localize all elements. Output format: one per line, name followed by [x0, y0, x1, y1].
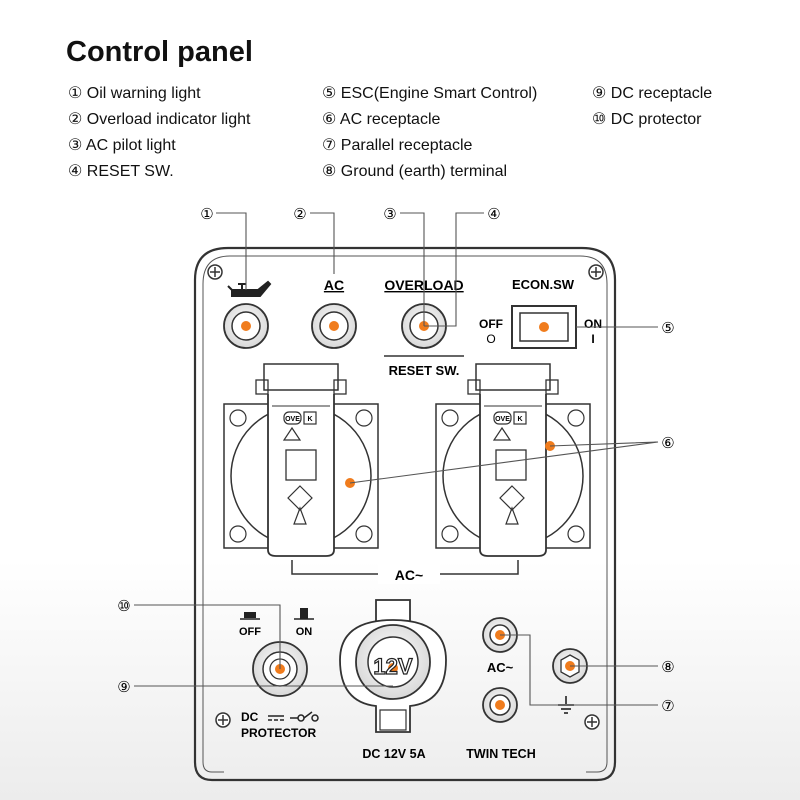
callout-9: ⑨ — [117, 679, 130, 696]
circuit-breaker-symbol-icon — [290, 711, 319, 722]
ac-socket-left: OVE K — [223, 363, 379, 557]
ac-receptacle-label: AC~ — [395, 567, 423, 583]
legend-label: Overload indicator light — [86, 111, 251, 128]
callout-3: ③ — [383, 206, 396, 223]
legend-number: ③ — [68, 137, 83, 154]
legend-number: ⑤ — [322, 85, 337, 102]
oil-warning-light — [223, 303, 269, 349]
parallel-ac-label: AC~ — [487, 660, 514, 675]
callout-2: ② — [293, 206, 306, 223]
dc-symbol-icon — [268, 715, 284, 721]
econ-off-symbol: O — [486, 332, 495, 346]
panel-inner-outline — [202, 255, 608, 773]
econ-switch-label: ECON.SW — [512, 277, 575, 292]
parallel-receptacle-bottom — [482, 687, 518, 723]
legend-label: Oil warning light — [86, 85, 201, 102]
dc-off-label: OFF — [239, 626, 261, 638]
econ-off-label: OFF — [479, 317, 503, 331]
callout-6: ⑥ — [661, 435, 674, 452]
protector-label: PROTECTOR — [241, 726, 316, 740]
dc-off-indicator-icon — [244, 612, 256, 618]
callout-7: ⑦ — [661, 698, 674, 715]
dc-receptacle — [339, 599, 447, 733]
legend-label: DC receptacle — [610, 85, 713, 102]
legend-label: DC protector — [610, 111, 702, 128]
econ-on-symbol: I — [591, 332, 594, 346]
legend-item-esc: ⑤ ESC(Engine Smart Control) — [322, 81, 537, 107]
screw-top-right — [588, 264, 604, 280]
screw-bottom-right — [584, 714, 600, 730]
legend-item-overload-indicator-light: ② Overload indicator light — [68, 107, 250, 133]
legend-number: ④ — [68, 163, 83, 180]
ac-pilot-light — [311, 303, 357, 349]
dc-label: DC — [241, 710, 259, 724]
legend-column-3: ⑨ DC receptacle ⑩ DC protector — [592, 81, 712, 133]
legend-number: ⑨ — [592, 85, 607, 102]
reset-switch-label: RESET SW. — [389, 363, 460, 378]
legend-item-dc-receptacle: ⑨ DC receptacle — [592, 81, 712, 107]
callout-1: ① — [200, 206, 213, 223]
legend-item-reset-switch: ④ RESET SW. — [68, 159, 250, 185]
legend-number: ⑩ — [592, 111, 607, 128]
oil-can-icon — [227, 280, 272, 297]
econ-on-label: ON — [584, 317, 602, 331]
legend-item-oil-warning-light: ① Oil warning light — [68, 81, 250, 107]
socket-left-cert-mark-2: K — [307, 416, 312, 423]
legend-item-parallel-receptacle: ⑦ Parallel receptacle — [322, 133, 537, 159]
callout-lines — [134, 212, 659, 706]
legend-label: AC receptacle — [339, 111, 441, 128]
legend-item-dc-protector: ⑩ DC protector — [592, 107, 712, 133]
callout-8: ⑧ — [661, 659, 674, 676]
ac-label: AC — [324, 277, 344, 293]
legend-label: Parallel receptacle — [340, 137, 473, 154]
socket-left-cert-mark: OVE — [285, 416, 300, 423]
legend-label: RESET SW. — [86, 163, 174, 180]
legend-number: ⑦ — [322, 137, 337, 154]
socket-right-cert-mark: OVE — [495, 416, 510, 423]
screw-top-left — [207, 264, 223, 280]
legend-column-1: ① Oil warning light ② Overload indicator… — [68, 81, 250, 185]
legend-label: ESC(Engine Smart Control) — [340, 85, 538, 102]
callout-10: ⑩ — [117, 598, 130, 615]
dc-on-label: ON — [296, 626, 313, 638]
legend-number: ① — [68, 85, 83, 102]
legend-item-ground-terminal: ⑧ Ground (earth) terminal — [322, 159, 537, 185]
econ-switch[interactable] — [511, 305, 577, 349]
page-title: Control panel — [66, 36, 253, 68]
callout-5: ⑤ — [661, 320, 674, 337]
screw-bottom-left — [215, 712, 231, 728]
socket-right-cert-mark-2: K — [517, 416, 522, 423]
legend-item-ac-pilot-light: ③ AC pilot light — [68, 133, 250, 159]
legend-label: Ground (earth) terminal — [340, 163, 508, 180]
twin-tech-label: TWIN TECH — [466, 747, 535, 761]
dc-outlet-voltage-label: 12V — [373, 654, 412, 679]
legend-label: AC pilot light — [85, 137, 176, 154]
legend-item-ac-receptacle: ⑥ AC receptacle — [322, 107, 537, 133]
legend-number: ② — [68, 111, 83, 128]
ac-socket-right: OVE K — [435, 363, 591, 557]
dc-on-indicator-icon — [300, 608, 308, 619]
callout-4: ④ — [487, 206, 500, 223]
legend-number: ⑧ — [322, 163, 337, 180]
legend-column-2: ⑤ ESC(Engine Smart Control) ⑥ AC recepta… — [322, 81, 537, 185]
ac-bracket-label-bg — [378, 564, 440, 584]
legend-number: ⑥ — [322, 111, 337, 128]
panel-outline — [193, 246, 617, 782]
dc-rating-label: DC 12V 5A — [362, 747, 425, 761]
